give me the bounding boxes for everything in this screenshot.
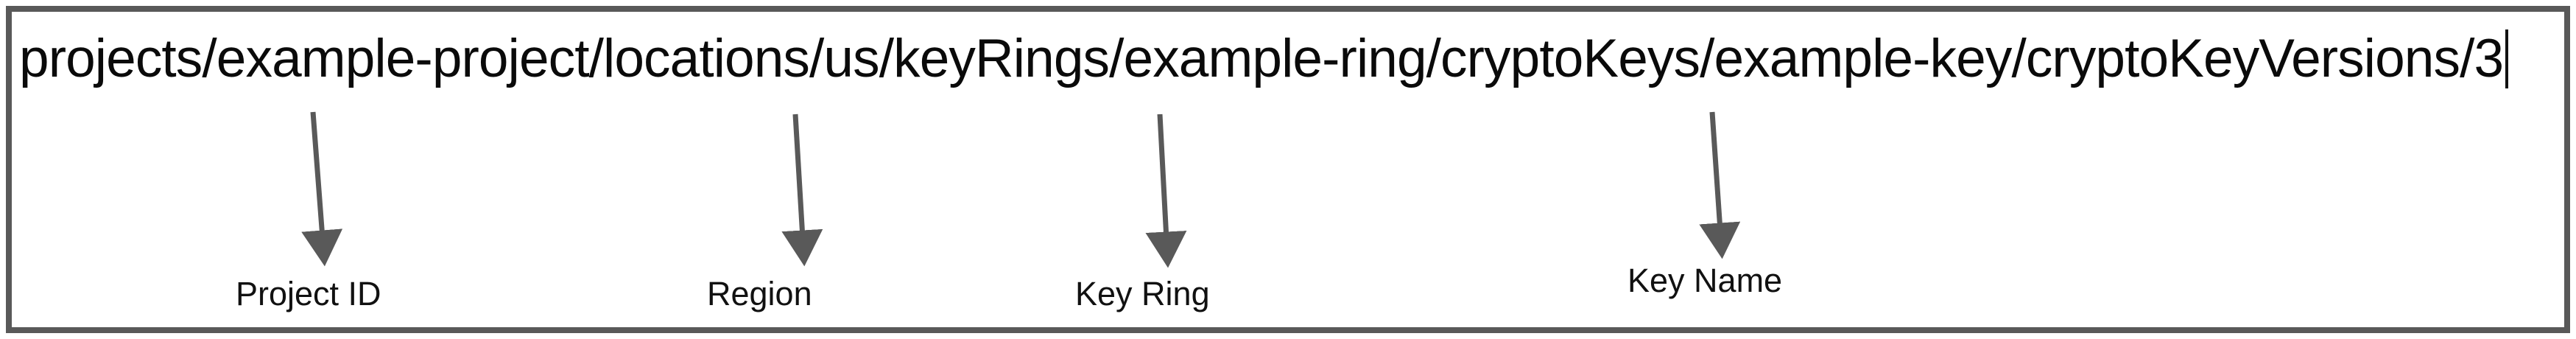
- annotation-region: Region: [707, 109, 1002, 323]
- annotation-label-key-ring: Key Ring: [1075, 275, 1210, 312]
- annotation-key-name: Key Name: [1613, 107, 1922, 321]
- resource-path-value: projects/example-project/locations/us/ke…: [19, 29, 2504, 88]
- annotation-key-ring: Key Ring: [1075, 109, 1370, 323]
- down-arrow-icon: [1145, 113, 1187, 268]
- annotation-label-region: Region: [707, 275, 812, 312]
- text-caret: [2505, 29, 2509, 88]
- down-arrow-icon: [1699, 111, 1741, 259]
- down-arrow-icon: [301, 111, 343, 267]
- annotation-label-project-id: Project ID: [236, 275, 381, 312]
- down-arrow-icon: [781, 113, 823, 267]
- resource-path-field[interactable]: projects/example-project/locations/us/ke…: [19, 28, 2523, 90]
- annotation-label-key-name: Key Name: [1627, 262, 1783, 299]
- annotation-project-id: Project ID: [221, 107, 530, 321]
